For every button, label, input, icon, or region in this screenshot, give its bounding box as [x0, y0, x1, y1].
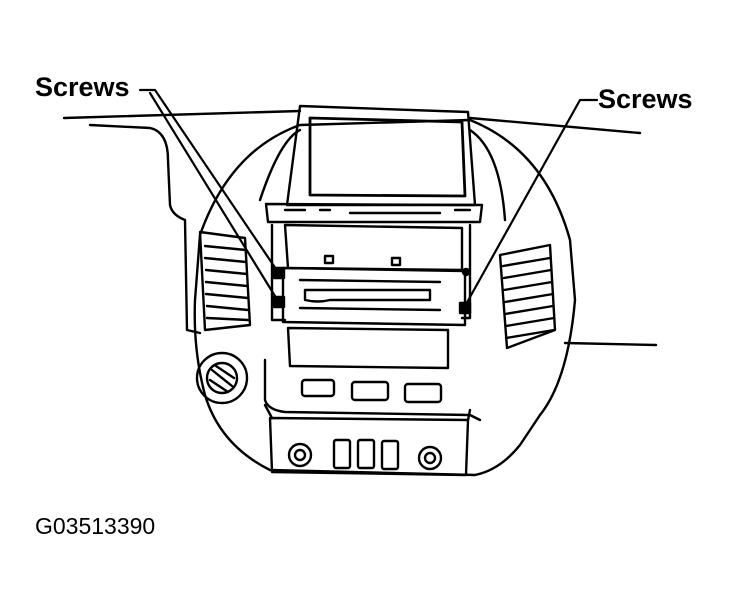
right-screw-upper-hole	[463, 269, 469, 275]
leader-right	[465, 100, 597, 306]
left-screw-upper	[274, 268, 284, 278]
left-vent-frame	[200, 232, 250, 330]
right-vent-louvers	[503, 258, 554, 338]
display-base-slots	[285, 210, 470, 213]
right-vent-frame	[500, 245, 555, 348]
climate-knob-right-center	[425, 453, 435, 463]
dash-left-contour	[90, 125, 200, 333]
left-knob-detail	[210, 366, 234, 392]
center-bezel-outline	[195, 120, 575, 475]
storage-pocket	[288, 328, 448, 368]
left-vent-louvers	[205, 246, 248, 320]
left-knob-inner	[207, 363, 237, 393]
climate-knob-left-center	[295, 450, 305, 460]
dash-panel-ledge	[265, 360, 480, 420]
screws-label-left: Screws	[35, 72, 130, 102]
center-bezel-inner	[260, 130, 505, 220]
right-mount-bracket	[462, 225, 470, 318]
climate-knob-right	[419, 447, 441, 469]
left-mount-bracket	[272, 225, 285, 320]
left-screw-lower	[274, 297, 284, 307]
climate-button-2	[358, 440, 374, 468]
dash-top-line-right	[470, 118, 640, 133]
screws-label-right: Screws	[598, 84, 693, 114]
right-screw	[460, 303, 470, 313]
audio-unit-front	[283, 268, 465, 325]
audio-indicator-left	[325, 256, 333, 263]
climate-knob-left	[289, 444, 311, 466]
audio-indicator-right	[392, 258, 400, 265]
figure-code: G03513390	[35, 513, 156, 539]
dash-top-line-left	[64, 111, 300, 118]
cd-slot-lip	[300, 280, 440, 310]
audio-unit-top	[285, 225, 462, 270]
dash-right-side-line	[565, 343, 656, 345]
button-1	[302, 380, 334, 396]
climate-panel-top	[265, 405, 470, 420]
climate-button-1	[334, 440, 350, 468]
leader-left-lower	[150, 93, 278, 301]
display-base-bracket	[266, 204, 482, 222]
leader-left-upper	[140, 90, 278, 272]
left-knob-outer	[197, 353, 247, 403]
climate-button-3	[382, 441, 398, 469]
display-screen-glass	[310, 118, 465, 196]
climate-panel	[270, 418, 468, 475]
button-3	[405, 384, 441, 402]
cd-slot	[305, 290, 430, 302]
button-2	[352, 382, 388, 400]
